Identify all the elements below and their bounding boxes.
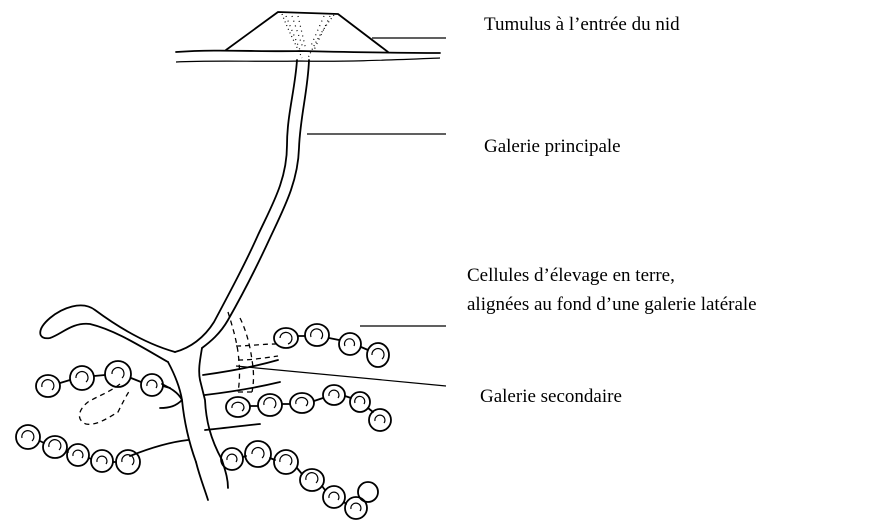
pointer-lines <box>236 38 446 386</box>
upper-left-gallery <box>40 305 175 362</box>
lower-trunk <box>130 348 280 500</box>
cells-upper-right <box>274 324 389 367</box>
cells-lower-right <box>221 441 378 519</box>
label-cellules-line1: Cellules d’élevage en terre, <box>467 263 675 288</box>
cells-lower-left <box>16 425 140 474</box>
label-cellules-line2: alignées au fond d’une galerie latérale <box>467 292 757 317</box>
ground-line <box>176 51 440 62</box>
cells-left <box>36 361 170 397</box>
main-gallery <box>175 60 309 352</box>
label-galerie-secondaire: Galerie secondaire <box>480 384 622 409</box>
label-tumulus: Tumulus à l’entrée du nid <box>484 12 680 37</box>
label-galerie-principale: Galerie principale <box>484 134 621 159</box>
